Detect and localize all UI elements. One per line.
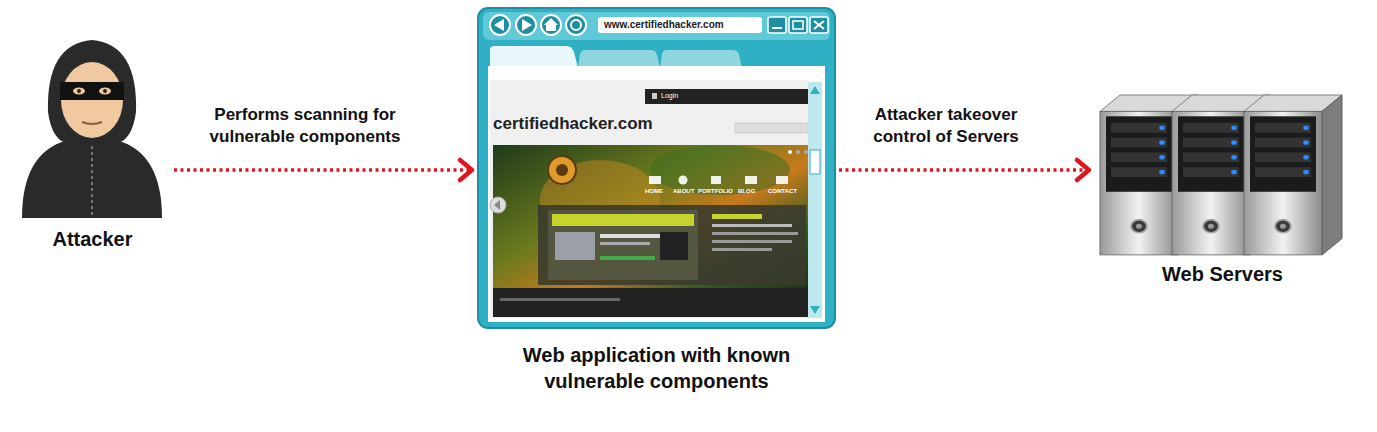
screenshot-text: HOME: [645, 188, 663, 195]
dotted-arrow: [174, 160, 472, 180]
arrow-head: [1077, 160, 1089, 180]
screenshot-text: BLOG: [738, 188, 755, 195]
dotted-arrow: [839, 160, 1089, 180]
arrow-head: [460, 160, 472, 180]
screenshot-text: PORTFOLIO: [698, 188, 733, 195]
screenshot-text: CONTACT: [768, 188, 797, 195]
node-caption: Web Servers: [1095, 261, 1350, 287]
screenshot-text: ABOUT: [673, 188, 694, 195]
node-caption: Web application with known vulnerable co…: [492, 342, 822, 394]
attacker-figure: [22, 40, 162, 218]
screenshot-text: certifiedhacker.com: [493, 115, 653, 134]
figure-node: Web Servers: [1095, 85, 1350, 293]
edge-label: Attacker takeover control of Servers: [848, 104, 1044, 148]
browser-window: [478, 8, 835, 328]
figure-node: Web application with known vulnerable co…: [478, 8, 835, 400]
dotted-line: [839, 168, 1086, 172]
screenshot-text: www.certifiedhacker.com: [604, 19, 724, 30]
server-towers: [1100, 95, 1342, 255]
node-caption: Attacker: [15, 226, 170, 252]
figure-node: Attacker: [15, 40, 170, 258]
edge-label: Performs scanning for vulnerable compone…: [189, 104, 421, 148]
dotted-line: [174, 168, 469, 172]
screenshot-text: Login: [661, 92, 678, 100]
